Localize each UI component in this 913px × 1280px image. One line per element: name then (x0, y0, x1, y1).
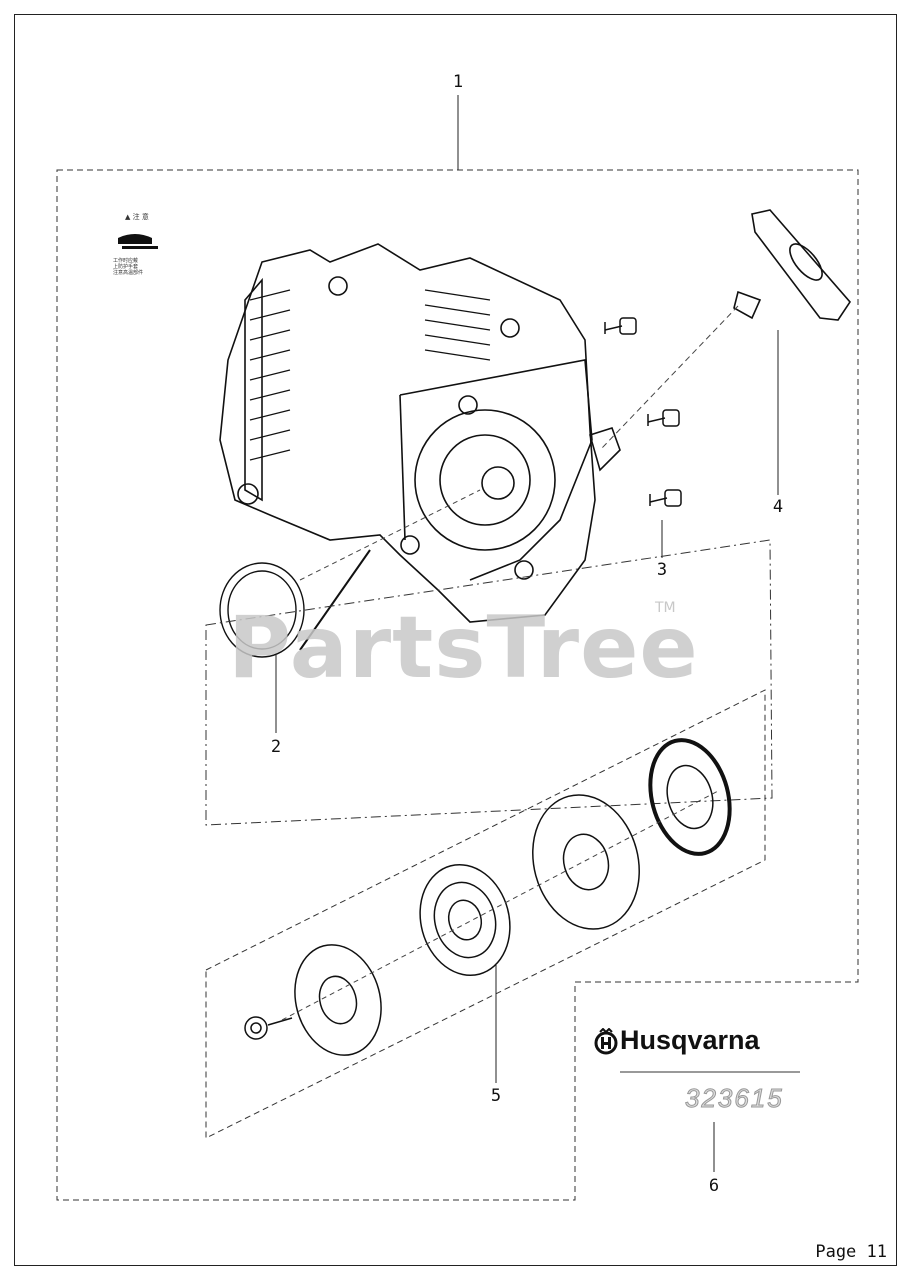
pulley-assembly (244, 738, 732, 1056)
warning-label-line: 工作时应戴 (113, 258, 139, 264)
hot-surface-warning-icon (118, 234, 158, 249)
bolt-screws (604, 317, 682, 507)
callout-2: 2 (270, 737, 282, 757)
parts-tree-watermark: PartsTree (228, 598, 699, 698)
axis-dashed-1 (299, 489, 481, 581)
page-number: Page 11 (815, 1242, 887, 1262)
kit-boundary (56, 169, 859, 1201)
parts-diagram-sheet (14, 14, 897, 1266)
starter-assembly-boundary (205, 539, 773, 826)
husqvarna-logo-text: Husqvarna (620, 1025, 760, 1055)
callout-3: 3 (656, 560, 668, 580)
callout-4: 4 (772, 497, 784, 517)
pulley-kit-boundary (205, 689, 766, 1139)
warning-label-line: 上防护手套 (113, 264, 139, 270)
warning-label-title: ▲ 注 意 (125, 213, 149, 221)
husqvarna-crown-icon (594, 1028, 618, 1055)
kit-part-number: 323615 (685, 1083, 784, 1114)
warning-label-line: 注意高温部件 (113, 270, 144, 276)
starter-handle (733, 209, 852, 321)
callout-1: 1 (452, 72, 464, 92)
spring-part (219, 549, 371, 658)
callout-5: 5 (490, 1086, 502, 1106)
warning-label: ▲ 注 意 工作时应戴 上防护手套 注意高温部件 (113, 214, 173, 277)
starter-housing (219, 243, 621, 623)
rope-dashed (601, 305, 739, 449)
trademark-mark: TM (655, 600, 676, 616)
axis-dashed-2 (281, 789, 721, 1021)
callout-6: 6 (708, 1176, 720, 1196)
